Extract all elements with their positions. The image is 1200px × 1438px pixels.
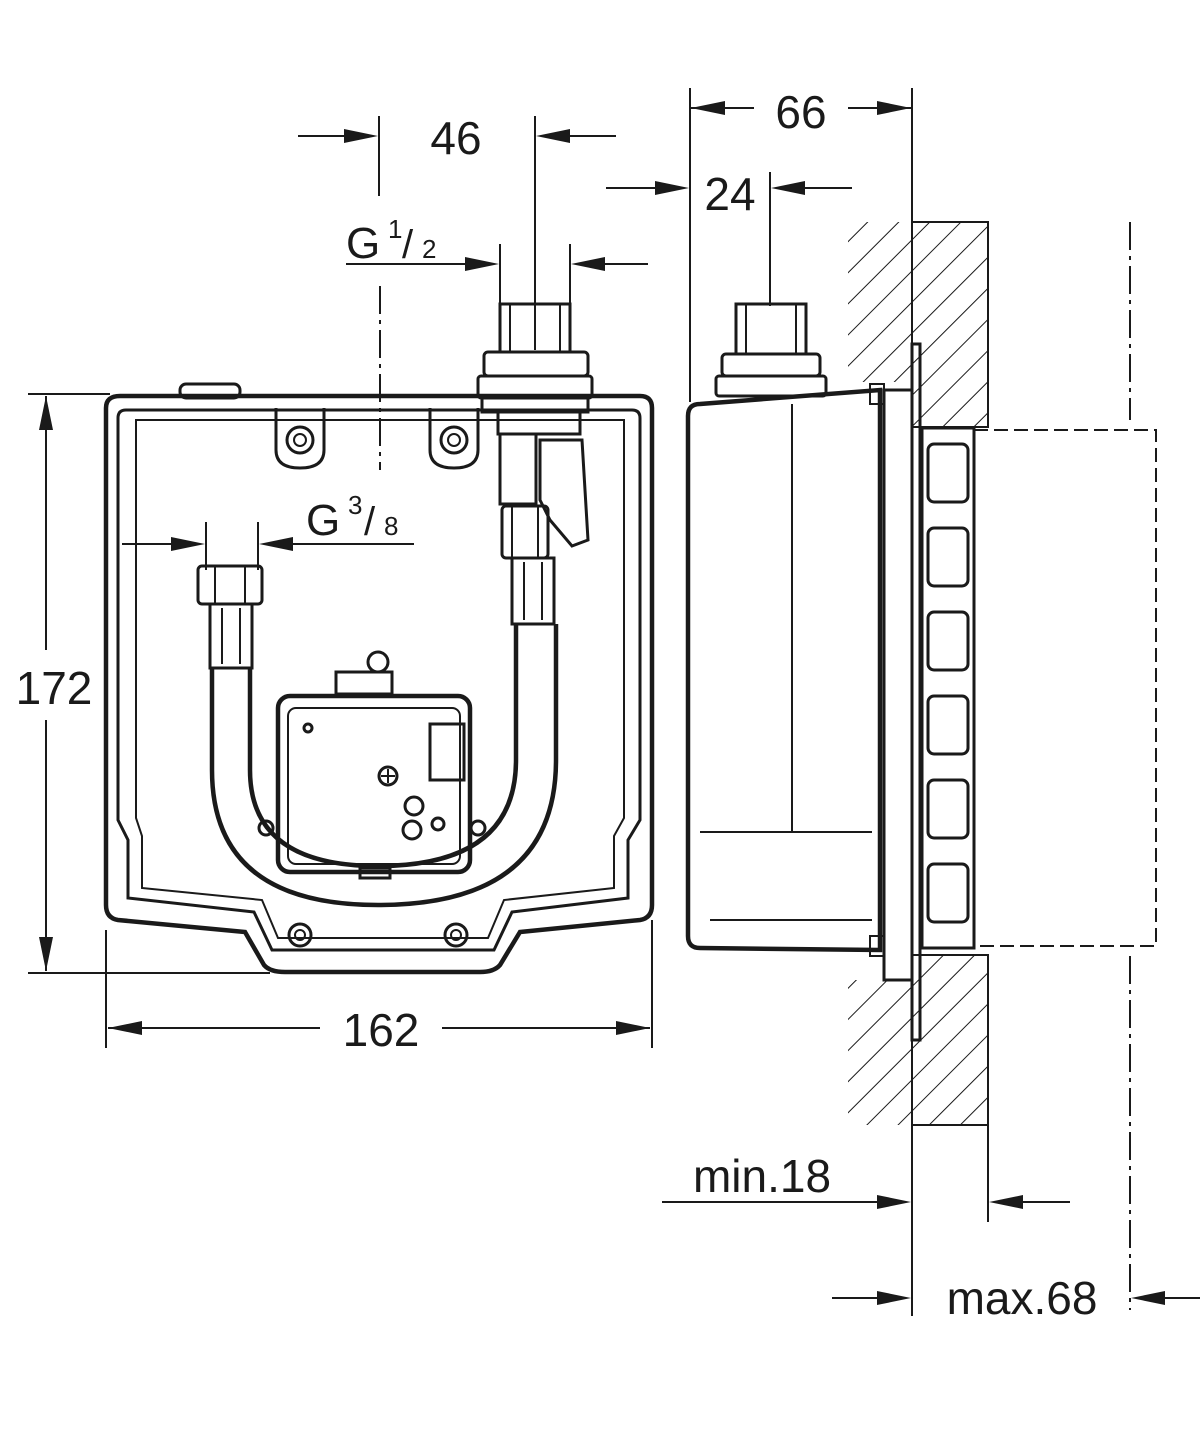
thread-outlet-den: 8 (384, 511, 398, 541)
dimension-lines (28, 88, 1200, 1316)
dim-label-min-18: min.18 (693, 1150, 831, 1202)
shutoff-handle (538, 438, 590, 548)
housing-inner-rim (116, 408, 642, 952)
cover-plate (920, 426, 976, 950)
bottom-screw-right (443, 922, 469, 948)
thread-outlet-num: 3 (348, 490, 362, 520)
thread-inlet-num: 1 (388, 214, 402, 244)
inlet-fitting (476, 302, 594, 560)
dim-label-24: 24 (704, 168, 755, 220)
thread-label-inlet: G 1 / 2 (346, 214, 436, 268)
thread-label-outlet: G 3 / 8 (306, 490, 398, 545)
solenoid-box (257, 650, 487, 880)
mount-ear-left (274, 408, 326, 470)
dim-label-172: 172 (16, 662, 93, 714)
wall-section (911, 221, 989, 428)
side-view (685, 221, 1157, 1310)
outlet-fitting (196, 564, 264, 670)
dim-label-66: 66 (775, 86, 826, 138)
thread-inlet-den: 2 (422, 234, 436, 264)
thread-outlet-slash: / (364, 500, 376, 544)
dim-label-162: 162 (343, 1004, 420, 1056)
housing-outline (103, 393, 655, 975)
dim-label-max-68: max.68 (947, 1272, 1098, 1324)
mount-ear-right (428, 408, 480, 470)
thread-inlet-slash: / (402, 223, 414, 267)
thread-inlet-base: G (346, 219, 380, 268)
flex-hose (209, 624, 559, 908)
thread-outlet-base: G (306, 496, 340, 545)
housing-inner-wall (135, 419, 625, 939)
bottom-screw-left (287, 922, 313, 948)
housing-side (685, 387, 883, 953)
front-view (103, 286, 655, 975)
dim-label-46: 46 (430, 112, 481, 164)
top-lug (178, 382, 242, 400)
